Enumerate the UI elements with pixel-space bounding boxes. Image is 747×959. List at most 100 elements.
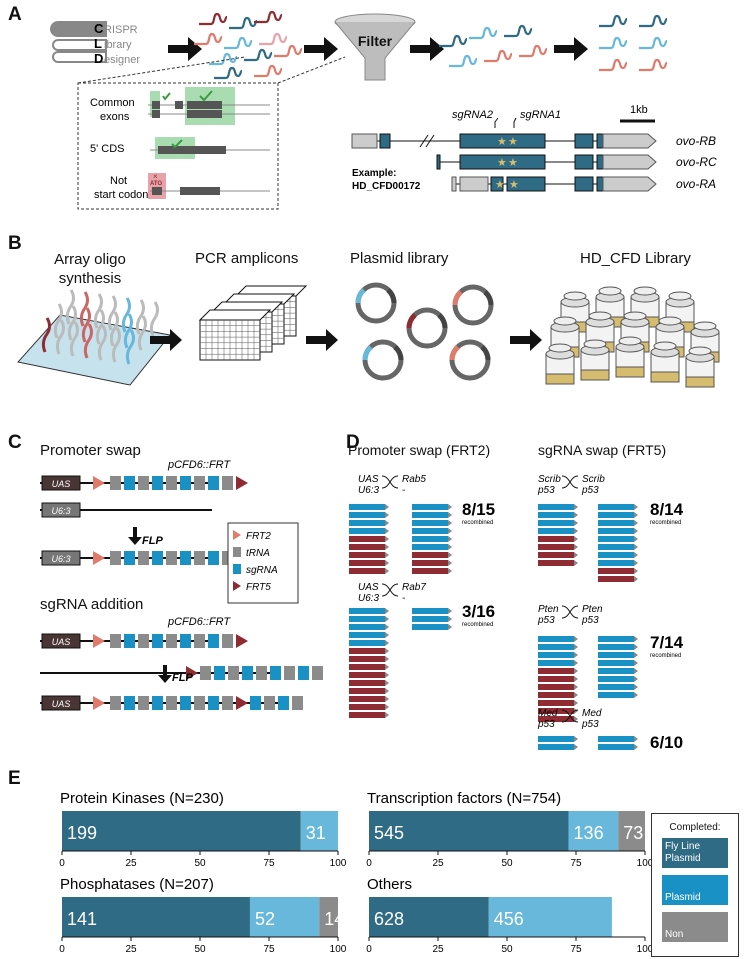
frt2-site	[93, 696, 105, 710]
trna-box	[138, 476, 149, 490]
trna-box	[138, 634, 149, 648]
x-tick-label: 0	[366, 858, 372, 869]
promoter-label: UAS	[52, 637, 71, 647]
crispr-word-3: esigner	[104, 54, 140, 66]
crispr-word-1: RISPR	[104, 24, 138, 36]
blue-bar	[412, 544, 448, 550]
filter-label: Filter	[358, 33, 393, 49]
criteria-box	[77, 82, 279, 210]
sgrna-squiggle	[639, 14, 668, 28]
flp-arrow-1	[128, 527, 142, 545]
oligo-strand	[83, 323, 93, 359]
sgrna-squiggle	[214, 66, 243, 80]
panel-label-d: D	[346, 432, 360, 453]
red-bar	[538, 536, 574, 542]
stacked-bar-segment	[369, 897, 489, 937]
sgrna-squiggle	[504, 24, 533, 38]
oligo-strand	[121, 297, 131, 333]
plasmid-segment	[480, 345, 491, 361]
vial-culture	[615, 366, 645, 378]
trna-box	[166, 696, 177, 710]
blue-bar	[412, 616, 448, 622]
red-bar	[412, 560, 448, 566]
uas-promoter	[41, 695, 81, 711]
trna-box	[284, 666, 295, 680]
blue-bar	[538, 636, 574, 642]
promoter-swap-frt2-title: Promoter swap (FRT2)	[348, 442, 491, 458]
panel-label-e: E	[8, 768, 21, 789]
bar-value-label: 52	[255, 909, 275, 929]
sgrna-squiggle	[449, 54, 478, 68]
transcript-ra: ovo-RA	[676, 177, 716, 191]
plasmid-insert	[449, 345, 460, 361]
cross-left-top: Pten	[538, 604, 559, 615]
blue-bar	[349, 616, 385, 622]
bar-value-label: 628	[374, 909, 404, 929]
red-bar	[349, 536, 385, 542]
trna-box	[256, 666, 267, 680]
legend-non: Non	[662, 912, 728, 942]
sgrna-squiggle	[224, 36, 253, 50]
chart-title: Protein Kinases (N=230)	[60, 790, 224, 807]
atg-label: ATG	[150, 181, 163, 187]
blue-bar	[412, 520, 448, 526]
recombined-label: recombined	[462, 520, 493, 526]
oligo-strand	[95, 309, 105, 345]
trna-box	[194, 696, 205, 710]
stacked-bar-segment	[62, 897, 250, 937]
legend-sgrna: sgRNA	[246, 565, 278, 576]
vial-culture	[650, 371, 680, 383]
blue-bar	[598, 552, 634, 558]
blue-bar	[538, 504, 574, 510]
legend-title: Completed:	[669, 822, 721, 833]
plasmid-insert	[452, 290, 463, 306]
blue-bar	[598, 684, 634, 690]
sgrna-squiggle	[254, 10, 283, 24]
trna-box	[194, 476, 205, 490]
x-tick-label: 75	[570, 944, 582, 955]
recombined-label: recombined	[650, 520, 681, 526]
frt5-site	[186, 666, 198, 680]
sgrna-squiggle	[599, 36, 628, 50]
common-exons-diagram	[148, 87, 270, 125]
vial-library-icon	[545, 286, 720, 388]
criterion-1-line-1: Common	[90, 97, 135, 109]
blue-bar	[349, 512, 385, 518]
oligo-array-icon	[17, 289, 171, 386]
recombination-ratio: 6/10	[650, 733, 683, 750]
sgrna-squiggle	[194, 32, 223, 46]
sgrna-squiggle	[259, 32, 288, 46]
five-prime-cds-diagram	[150, 137, 270, 159]
trna-box	[292, 696, 303, 710]
svg-text:★: ★	[497, 136, 507, 148]
sgrna-box	[180, 696, 191, 710]
blue-bar	[538, 736, 574, 742]
red-bar	[349, 712, 385, 718]
stacked-bar-segment	[568, 811, 619, 851]
criterion-1-line-2: exons	[100, 111, 130, 123]
blue-bar	[349, 520, 385, 526]
x-tick-label: 0	[59, 858, 65, 869]
oligo-strand	[125, 329, 135, 365]
sgrna-box	[180, 551, 191, 565]
oligo-strand	[67, 305, 77, 341]
bar-value-label: 456	[494, 909, 524, 929]
red-bar	[349, 688, 385, 694]
blue-bar	[598, 652, 634, 658]
sgrna-box	[152, 476, 163, 490]
oligo-strand	[65, 289, 75, 325]
cross-right-bottom: p53	[581, 615, 599, 626]
vial-cap	[548, 343, 572, 353]
red-bar	[538, 668, 574, 674]
blue-bar	[412, 536, 448, 542]
legend-item-1-line-2: Plasmid	[665, 853, 701, 864]
sgrna-squiggles	[194, 10, 668, 80]
red-bar	[538, 692, 574, 698]
sgrna-squiggle	[519, 44, 548, 58]
promoter-label: U6:3	[51, 554, 70, 564]
sgrna-box	[208, 476, 219, 490]
promoter-swap-title: Promoter swap	[40, 442, 141, 459]
vial-cap	[658, 316, 682, 326]
vial-cap	[633, 286, 657, 296]
sgrna-box	[180, 476, 191, 490]
